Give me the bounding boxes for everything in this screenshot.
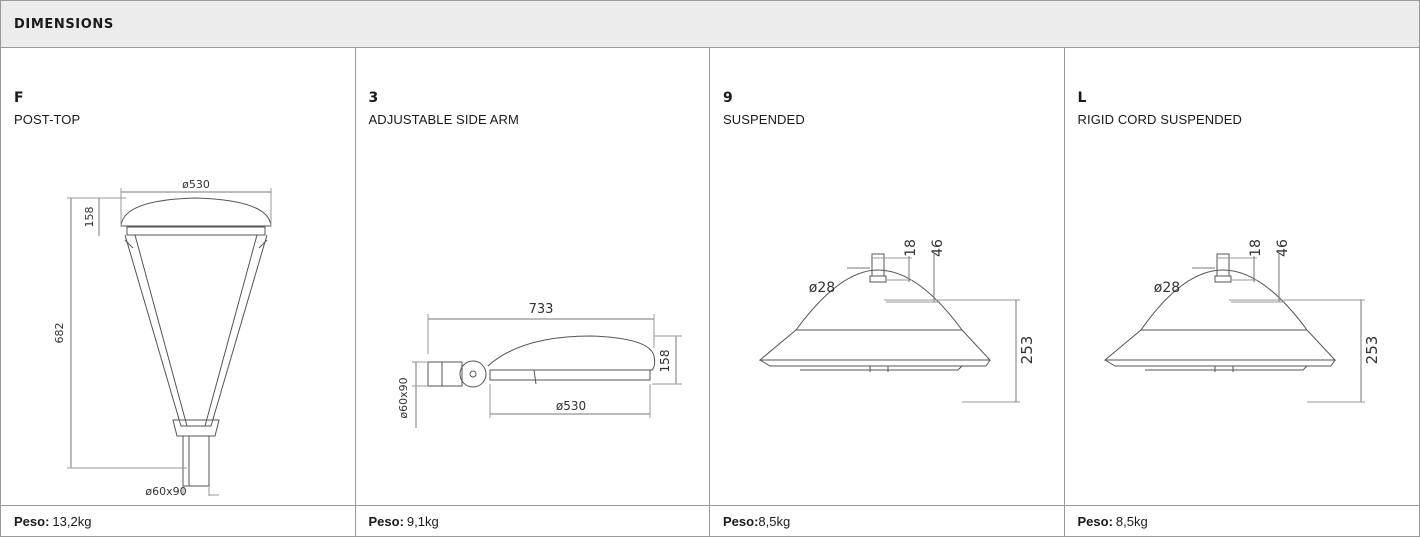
rigid-cord-drawing-icon: ø28 18 46 253 [1103, 239, 1381, 403]
section-title: DIMENSIONS [14, 16, 114, 32]
weight-suspended: Peso:8,5kg [710, 506, 1065, 536]
dim-height-total: 682 [53, 323, 66, 344]
variant-code: F [14, 90, 24, 106]
variant-label: RIGID CORD SUSPENDED [1077, 112, 1243, 127]
dim-height: 253 [1018, 336, 1036, 365]
dim-diameter: ø530 [182, 178, 210, 191]
weight-rigid-cord: Peso: 8,5kg [1065, 506, 1420, 536]
dim-tube: ø28 [809, 280, 835, 296]
dim-height: 158 [658, 350, 672, 373]
variant-post-top: F POST-TOP [1, 48, 356, 505]
side-arm-drawing-icon: 733 158 ø530 ø60x90 [397, 302, 682, 428]
variants-row: F POST-TOP [1, 48, 1419, 506]
dim-mount: ø60x90 [145, 485, 186, 498]
variant-code: 9 [723, 90, 733, 106]
variant-code: L [1077, 90, 1087, 106]
variant-label: SUSPENDED [723, 112, 805, 127]
section-header: DIMENSIONS [1, 1, 1419, 48]
variant-label: ADJUSTABLE SIDE ARM [368, 112, 519, 127]
variant-rigid-cord: L RIGID CORD SUSPENDED [1065, 48, 1420, 505]
weights-row: Peso: 13,2kg Peso: 9,1kg Peso:8,5kg Peso… [1, 506, 1419, 536]
dim-length: 733 [528, 302, 553, 317]
weight-value: 9,1kg [406, 513, 439, 529]
weight-label: Peso: [368, 513, 404, 529]
dim-diameter: ø530 [555, 399, 585, 413]
variant-side-arm: 3 ADJUSTABLE SIDE ARM [356, 48, 710, 505]
dim-b: 46 [1275, 239, 1291, 257]
dim-mount: ø60x90 [397, 377, 410, 418]
variant-code: 3 [368, 90, 379, 106]
dim-b: 46 [930, 239, 946, 257]
suspended-drawing-icon: ø28 18 46 253 [758, 239, 1036, 403]
weight-label: Peso: [723, 513, 759, 529]
weight-value: 13,2kg [52, 513, 92, 529]
dim-a: 18 [1248, 239, 1264, 257]
weight-value: 8,5kg [1115, 513, 1148, 529]
variant-label: POST-TOP [14, 112, 81, 127]
dim-a: 18 [903, 239, 919, 257]
weight-label: Peso: [14, 513, 50, 529]
post-top-drawing-icon: ø530 158 682 ø60x90 [53, 178, 272, 498]
weight-post-top: Peso: 13,2kg [1, 506, 356, 536]
weight-label: Peso: [1077, 513, 1113, 529]
dim-tube: ø28 [1153, 280, 1179, 296]
variant-suspended: 9 SUSPENDED [710, 48, 1065, 505]
weight-side-arm: Peso: 9,1kg [356, 506, 710, 536]
weight-value: 8,5kg [758, 513, 791, 529]
dim-height: 253 [1363, 336, 1381, 365]
dim-height-top: 158 [83, 207, 96, 228]
